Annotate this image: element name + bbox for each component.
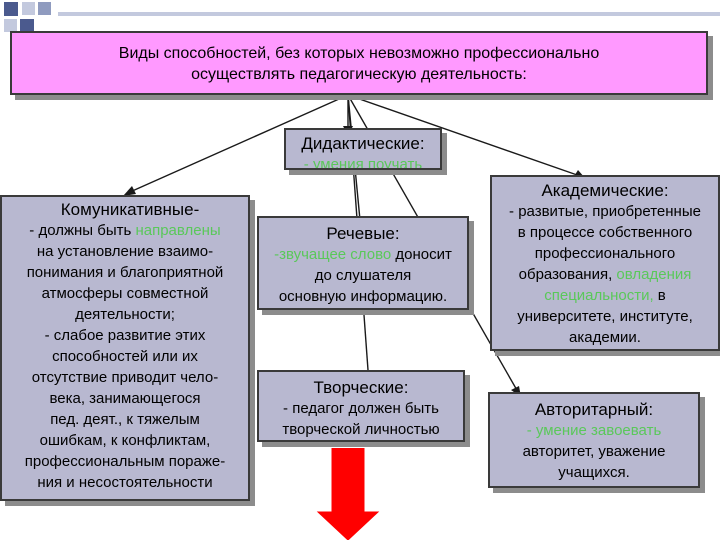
creative-box: Творческие: - педагог должен быть творче… — [257, 370, 465, 442]
authoritarian-heading: Авторитарный: — [534, 400, 654, 419]
communicative-line: понимания и благоприятной — [26, 264, 224, 281]
communicative-line: ния и несостоятельности — [37, 474, 213, 491]
authoritarian-line-1: - умение завоевать — [526, 422, 662, 439]
speech-heading: Речевые: — [326, 224, 400, 243]
academic-line-4b: овладения — [616, 266, 692, 283]
academic-heading: Академические: — [541, 181, 669, 200]
speech-line-1b: доносит — [395, 246, 452, 263]
header-rule — [58, 12, 720, 16]
communicative-box: Комуникативные- - должны быть направлены… — [0, 195, 250, 501]
academic-line-2: в процессе собственного — [517, 224, 693, 241]
communicative-line: атмосферы совместной — [41, 285, 209, 302]
authoritarian-box: Авторитарный: - умение завоевать авторит… — [488, 392, 700, 488]
creative-line-2: творческой личностью — [282, 421, 440, 438]
corner-square-light-2 — [4, 19, 17, 32]
communicative-line: профессиональным пораже- — [24, 453, 226, 470]
communicative-line-1b: направлены — [135, 222, 221, 239]
academic-line-5: специальности, в — [492, 285, 718, 306]
communicative-line-1: - должны быть направлены — [2, 220, 248, 241]
academic-line-1: - развитые, приобретенные — [509, 203, 701, 220]
corner-square-dark — [4, 2, 18, 16]
corner-square-light — [22, 2, 35, 15]
communicative-line: на установление взаимо- — [36, 243, 214, 260]
communicative-heading: Комуникативные- — [60, 200, 200, 219]
academic-line-4a: образования, — [518, 266, 617, 283]
communicative-line: способностей или их — [52, 348, 198, 365]
communicative-line: - слабое развитие этих — [44, 327, 206, 344]
academic-line-7: академии. — [569, 329, 641, 346]
title-line-2: осуществлять педагогическую деятельность… — [191, 66, 527, 83]
authoritarian-line-2: авторитет, уважение — [522, 443, 666, 460]
academic-line-5b: в — [653, 287, 666, 304]
corner-square-dark-2 — [20, 19, 34, 33]
speech-line-3: основную информацию. — [278, 288, 448, 305]
speech-line-2: до слушателя — [314, 267, 412, 284]
authoritarian-line-3: учащихся. — [558, 464, 630, 481]
didactic-text: - умения поучать — [303, 156, 423, 170]
didactic-heading: Дидактические: — [301, 134, 425, 153]
title-box: Виды способностей, без которых невозможн… — [10, 31, 708, 95]
speech-line-1: -звучащее слово доносит — [259, 244, 467, 265]
academic-box: Академические: - развитые, приобретенные… — [490, 175, 720, 351]
title-line-1: Виды способностей, без которых невозможн… — [118, 45, 600, 62]
academic-line-6: университете, институте, — [517, 308, 693, 325]
communicative-line: века, занимающегося — [49, 390, 201, 407]
academic-line-4: образования, овладения — [492, 264, 718, 285]
creative-heading: Творческие: — [313, 378, 409, 397]
communicative-line: пед. деят., к тяжелым — [50, 411, 200, 428]
communicative-line: ошибкам, к конфликтам, — [39, 432, 211, 449]
didactic-box: Дидактические: - умения поучать — [284, 128, 442, 170]
academic-line-3: профессионального — [534, 245, 676, 262]
speech-line-1a: -звучащее слово — [274, 246, 396, 263]
academic-line-5a: специальности, — [544, 287, 654, 304]
communicative-line: деятельности; — [75, 306, 175, 323]
creative-line-1: - педагог должен быть — [283, 400, 439, 417]
corner-square-mid — [38, 2, 51, 15]
down-arrow-icon — [316, 448, 380, 540]
communicative-line-1a: - должны быть — [29, 222, 136, 239]
communicative-line: отсутствие приводит чело- — [31, 369, 219, 386]
speech-box: Речевые: -звучащее слово доносит до слуш… — [257, 216, 469, 310]
